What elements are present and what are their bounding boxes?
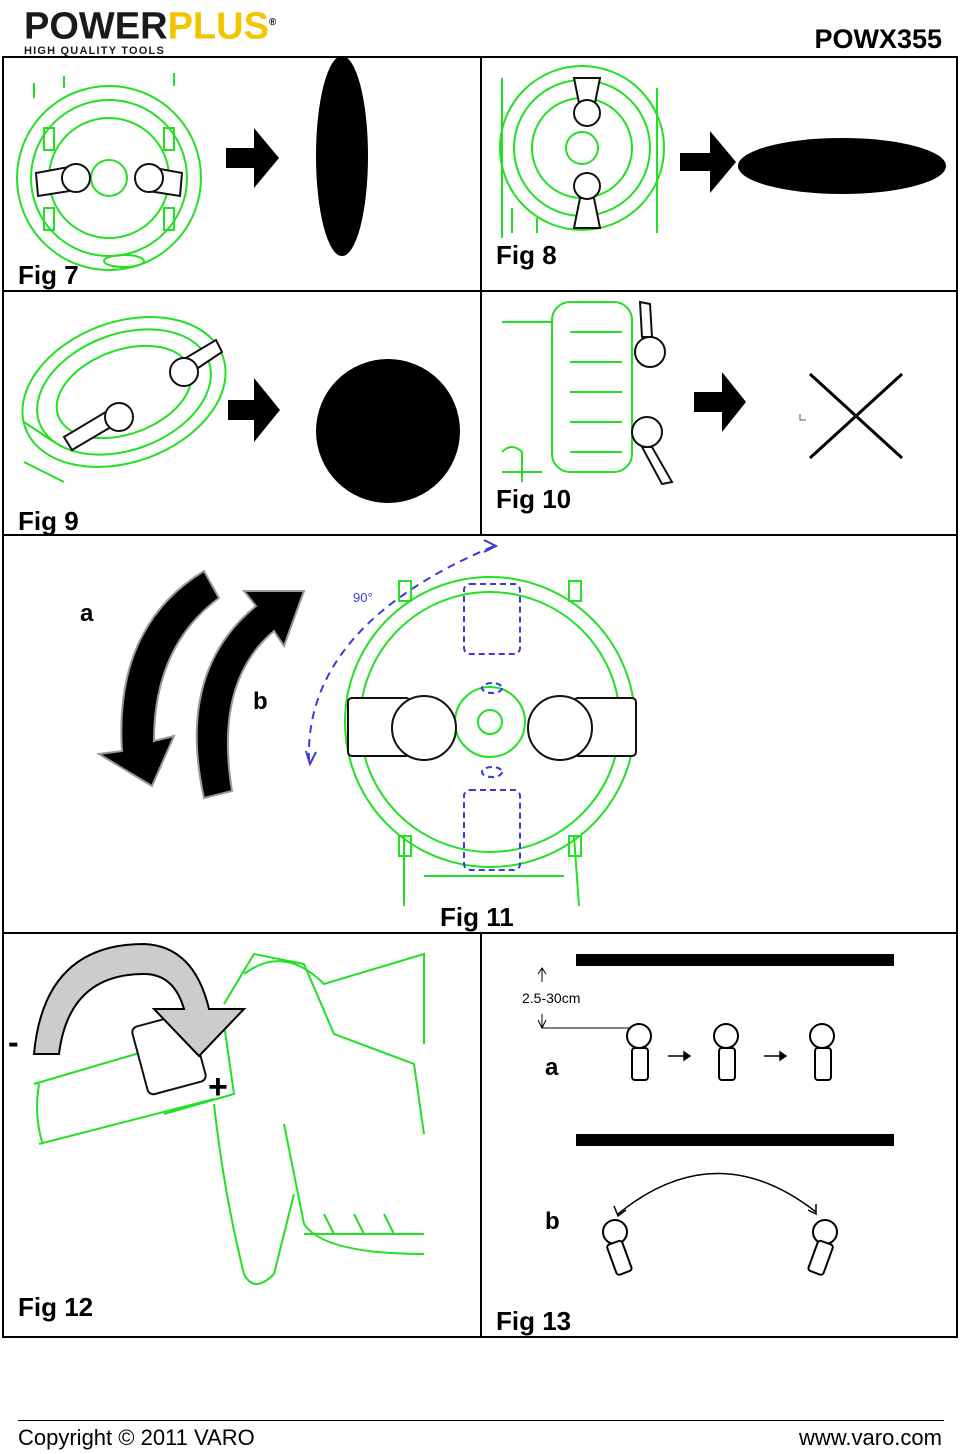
fig13-illustration — [537, 954, 894, 1276]
fig11-angle-label: 90° — [353, 590, 373, 605]
nozzle-caps — [347, 695, 637, 761]
arrow-right-icon — [226, 128, 279, 188]
brand-logo: POWERPLUS® HIGH QUALITY TOOLS — [24, 4, 276, 57]
fig13-label-b: b — [545, 1208, 560, 1235]
fig9-illustration — [21, 316, 460, 503]
arrow-right-icon — [228, 378, 280, 442]
fig11-label-a: a — [80, 600, 94, 627]
brand-name-plus: PLUS — [167, 5, 269, 48]
brand-name-power: POWER — [24, 5, 168, 48]
fig8-caption: Fig 8 — [496, 240, 557, 270]
fig12-illustration — [32, 942, 425, 1285]
brand-tagline: HIGH QUALITY TOOLS — [24, 44, 165, 57]
fig11-illustration — [96, 539, 637, 907]
arrow-right-icon — [680, 131, 736, 193]
rotate-clockwise-arrow-icon — [195, 590, 306, 800]
fig13-label-a: a — [545, 1054, 559, 1081]
nozzle-caps — [62, 338, 224, 452]
fig8-illustration — [499, 65, 946, 238]
footer-divider — [18, 1420, 944, 1421]
spray-surface-a — [576, 954, 894, 966]
rotate-counterclockwise-arrow-icon — [96, 569, 221, 788]
fig12-caption: Fig 12 — [18, 1292, 94, 1322]
spray-pattern-round — [316, 359, 460, 503]
footer-website-link[interactable]: www.varo.com — [798, 1425, 942, 1450]
arrow-right-icon — [694, 372, 746, 432]
footer-copyright: Copyright © 2011 VARO — [18, 1425, 255, 1450]
nozzle-caps — [34, 163, 184, 198]
fig7-illustration — [16, 56, 368, 271]
fig9-caption: Fig 9 — [18, 506, 79, 536]
fig10-illustration — [501, 300, 904, 486]
spray-surface-b — [576, 1134, 894, 1146]
fig11-label-b: b — [253, 688, 268, 715]
nozzle-caps — [572, 77, 602, 229]
spray-pattern-horizontal — [738, 138, 946, 194]
fig11-caption: Fig 11 — [440, 902, 514, 932]
not-allowed-cross-icon — [808, 372, 904, 460]
fig12-minus-label: - — [8, 1024, 19, 1060]
fig13-caption: Fig 13 — [496, 1306, 572, 1336]
model-number: POWX355 — [814, 24, 942, 54]
rotate-direction-arrow-icon — [32, 942, 247, 1058]
brand-registered: ® — [268, 17, 277, 28]
fig10-caption: Fig 10 — [496, 484, 572, 514]
fig13-distance-label: 2.5-30cm — [522, 990, 581, 1006]
spray-pattern-vertical — [316, 56, 368, 256]
spray-gun-positions-a — [626, 1023, 835, 1081]
fig7-caption: Fig 7 — [18, 260, 79, 290]
fig12-plus-label: + — [208, 1068, 228, 1106]
spray-gun-positions-b — [602, 1219, 838, 1276]
nozzle-caps — [631, 300, 674, 486]
